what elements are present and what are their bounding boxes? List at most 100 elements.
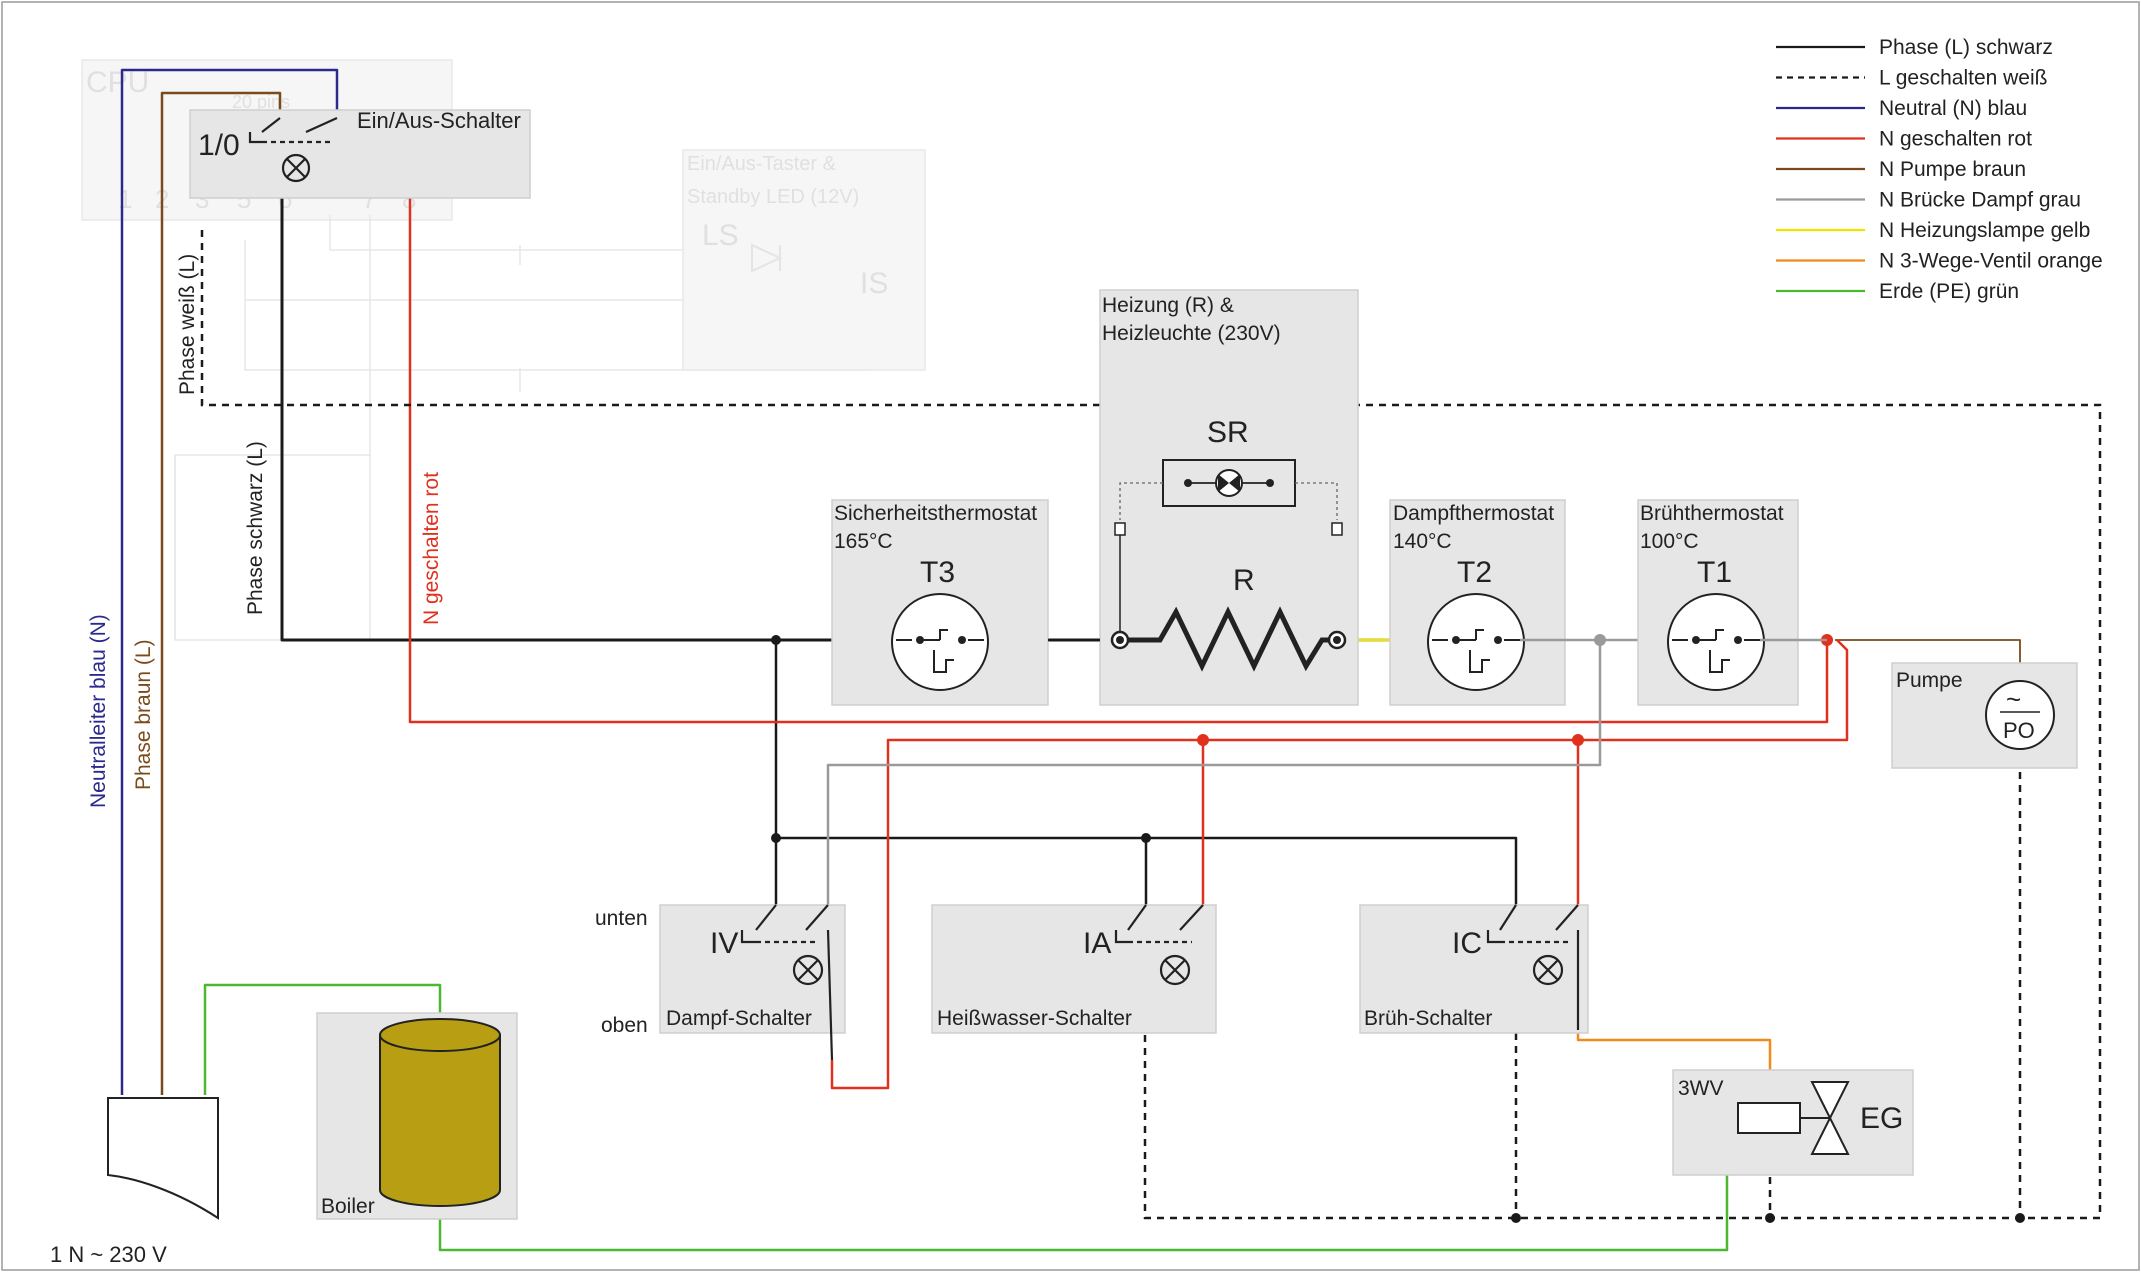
legend-label: N geschalten rot — [1879, 128, 2032, 151]
three-way-valve: 3WV EG — [1672, 1069, 1914, 1176]
valve-id: 3WV — [1678, 1077, 1724, 1100]
t3-title: Sicherheitsthermostat — [834, 502, 1037, 525]
legend-label: Neutral (N) blau — [1879, 97, 2027, 120]
lamp-terminal-right — [1331, 522, 1343, 536]
wire-pump-brown — [1835, 639, 2021, 668]
legend-label: N Brücke Dampf grau — [1879, 189, 2081, 212]
lamp-terminal-left — [1114, 522, 1126, 536]
heater-title-1: Heizung (R) & — [1102, 294, 1234, 317]
t1-title: Brühthermostat — [1640, 502, 1784, 525]
t2-temp: 140°C — [1393, 530, 1452, 553]
power-switch-label: Ein/Aus-Schalter — [357, 108, 521, 133]
hotwater-switch-box — [931, 904, 1217, 1034]
supply-label: 1 N ~ 230 V — [50, 1242, 167, 1267]
lamp-label: SR — [1207, 416, 1249, 449]
t2-title: Dampfthermostat — [1393, 502, 1554, 525]
steam-switch: unten oben IV Dampf-Schalter — [595, 904, 846, 1061]
led-icon — [751, 243, 783, 273]
label-phase-schwarz: Phase schwarz (L) — [244, 441, 267, 615]
pump-wave: ~ — [2006, 684, 2021, 714]
resistor-label: R — [1233, 564, 1255, 597]
legend-item: N Brücke Dampf grau — [1776, 189, 2081, 212]
taster-title-2: Standby LED (12V) — [687, 186, 859, 208]
taster-title-1: Ein/Aus-Taster & — [687, 153, 837, 175]
power-switch: 1/0 Ein/Aus-Schalter — [189, 108, 531, 199]
t1-id: T1 — [1697, 556, 1732, 589]
label-phase-weiss: Phase weiß (L) — [176, 254, 199, 395]
valve-label: EG — [1860, 1102, 1903, 1135]
thermostat-icon — [1667, 593, 1765, 691]
cpu-label: CPU — [86, 66, 149, 99]
thermostat-t3: Sicherheitsthermostat 165°C T3 — [831, 499, 1049, 706]
heater-box — [1099, 289, 1359, 706]
legend-item: N geschalten rot — [1776, 128, 2032, 151]
wire-neutral-blue — [120, 68, 339, 1095]
hotwater-switch-id: IA — [1083, 927, 1111, 960]
t3-id: T3 — [920, 556, 955, 589]
legend-label: N 3-Wege-Ventil orange — [1879, 250, 2103, 273]
cpu-pin: 1 — [118, 184, 132, 214]
legend-label: N Pumpe braun — [1879, 158, 2026, 181]
lamp-icon — [1184, 469, 1274, 497]
power-switch-symbol: 1/0 — [198, 129, 240, 162]
brew-switch-icon — [1486, 904, 1580, 1030]
heater: Heizung (R) & Heizleuchte (230V) SR R — [1099, 289, 1359, 706]
power-switch-box — [189, 109, 531, 199]
steam-switch-box — [659, 904, 846, 1034]
label-neutral-blau: Neutralleiter blau (N) — [87, 614, 110, 808]
legend-item: Phase (L) schwarz — [1776, 36, 2053, 59]
ls-label: LS — [702, 219, 739, 252]
steam-switch-label: Dampf-Schalter — [666, 1007, 812, 1030]
pump: Pumpe ~ PO — [1891, 662, 2078, 769]
legend: Phase (L) schwarz L geschalten weißNeutra… — [1776, 36, 2103, 303]
t1-temp: 100°C — [1640, 530, 1699, 553]
steam-switch-id: IV — [710, 927, 738, 960]
wire-earth-top — [203, 983, 442, 1095]
pump-symbol: PO — [2003, 718, 2035, 743]
thermostat-icon — [891, 593, 989, 691]
taster-box — [682, 149, 926, 371]
steam-bottom-label: oben — [601, 1014, 648, 1037]
boiler-label: Boiler — [321, 1195, 375, 1218]
legend-item: N Pumpe braun — [1776, 158, 2026, 181]
steam-top-label: unten — [595, 907, 648, 930]
hotwater-switch: IA Heißwasser-Schalter — [931, 904, 1217, 1034]
power-switch-icon — [248, 116, 338, 183]
wire-earth-bottom — [438, 1138, 1729, 1252]
legend-label: Phase (L) schwarz — [1879, 36, 2053, 59]
brew-switch-id: IC — [1452, 927, 1482, 960]
legend-label: L geschalten weiß — [1879, 67, 2047, 90]
wire-grey-bridge — [826, 640, 1602, 905]
brew-switch-label: Brüh-Schalter — [1364, 1007, 1492, 1030]
pump-label: Pumpe — [1896, 669, 1963, 692]
legend-item: Erde (PE) grün — [1776, 280, 2019, 303]
resistor-icon — [1120, 606, 1337, 672]
legend-item: N 3-Wege-Ventil orange — [1776, 250, 2103, 273]
heater-title-2: Heizleuchte (230V) — [1102, 322, 1281, 345]
wire-phase-switches — [776, 836, 1518, 905]
wire-red-steam — [830, 639, 1849, 1090]
is-label: IS — [860, 267, 888, 300]
wire-brown — [160, 91, 282, 1095]
t2-id: T2 — [1457, 556, 1492, 589]
legend-item: L geschalten weiß — [1776, 67, 2047, 90]
hotwater-switch-label: Heißwasser-Schalter — [937, 1007, 1132, 1030]
hotwater-switch-icon — [1114, 904, 1204, 986]
label-n-geschalten: N geschalten rot — [420, 472, 443, 625]
steam-switch-icon — [740, 904, 834, 1061]
boiler: Boiler — [316, 1012, 518, 1220]
thermostat-icon — [1427, 593, 1525, 691]
legend-item: N Heizungslampe gelb — [1776, 219, 2090, 242]
wire-red-main — [408, 155, 1829, 724]
brew-switch: IC Brüh-Schalter — [1359, 904, 1589, 1034]
legend-label: N Heizungslampe gelb — [1879, 219, 2090, 242]
pump-icon — [1985, 680, 2055, 750]
legend-label: Erde (PE) grün — [1879, 280, 2019, 303]
plug-icon — [107, 1097, 219, 1220]
thermostat-t1: Brühthermostat 100°C T1 — [1637, 499, 1799, 706]
lamp-wires — [1119, 482, 1338, 520]
cpu-pins-label: 20 pins — [232, 92, 290, 112]
boiler-cylinder — [379, 1034, 501, 1207]
